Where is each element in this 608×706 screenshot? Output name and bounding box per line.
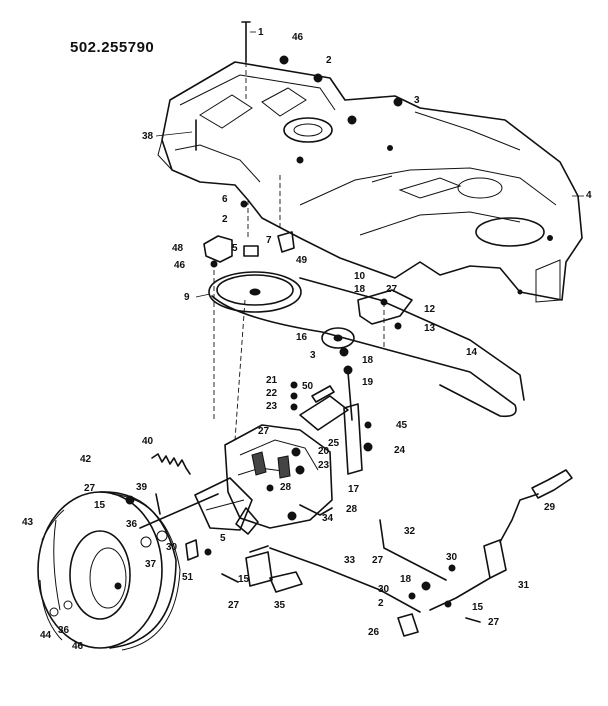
callout-51: 49: [296, 255, 308, 266]
callout-49b: 46: [174, 260, 186, 271]
callout-14: 14: [466, 347, 478, 358]
callout-40: 39: [136, 482, 148, 493]
model-number: 502.255790: [70, 39, 154, 56]
callout-34: 33: [344, 555, 356, 566]
callout-2b: 2: [222, 214, 228, 225]
callout-49: 46: [292, 32, 304, 43]
callout-24: 23: [318, 460, 330, 471]
callout-15: 15: [94, 500, 106, 511]
callout-32c: 30: [378, 584, 390, 595]
shift-linkage: [290, 365, 373, 475]
callout-27: 27: [386, 284, 398, 295]
lower-brackets: [221, 511, 303, 593]
callout-10: 10: [354, 271, 366, 282]
control-rods: [249, 519, 447, 613]
callout-39: 37: [145, 559, 157, 570]
idler-bracket: [339, 289, 413, 357]
callout-35: 35: [274, 600, 286, 611]
callout-28: 28: [280, 482, 292, 493]
drive-belt: [208, 271, 525, 418]
callout-44: 43: [22, 517, 34, 528]
callout-27c: 27: [84, 483, 96, 494]
brackets: [203, 231, 295, 263]
callout-38b: 36: [58, 625, 70, 636]
callout-18: 18: [354, 284, 366, 295]
callout-15b: 15: [238, 574, 250, 585]
callout-23: 23: [266, 401, 278, 412]
callout-43: 42: [80, 454, 92, 465]
callout-27b: 27: [258, 426, 270, 437]
callout-4: 4: [586, 190, 592, 201]
callout-50: 48: [172, 243, 184, 254]
callout-26: 25: [328, 438, 340, 449]
callout-21: 21: [266, 375, 278, 386]
callout-2: 2: [326, 55, 332, 66]
callout-6: 6: [222, 194, 228, 205]
callout-53: 50: [302, 381, 314, 392]
callout-31: 26: [368, 627, 380, 638]
callout-18c: 18: [400, 574, 412, 585]
transaxle: [139, 395, 349, 535]
callout-17: 17: [348, 484, 360, 495]
callout-5: 5: [220, 533, 226, 544]
callout-27e: 27: [228, 600, 240, 611]
callout-32b: 30: [446, 552, 458, 563]
callout-42: 40: [142, 436, 154, 447]
callout-45: 44: [40, 630, 52, 641]
callout-2c: 2: [378, 598, 384, 609]
callout-20: 20: [318, 446, 330, 457]
centerlines: [213, 62, 385, 441]
callout-13: 13: [424, 323, 436, 334]
callout-labels: 1 46 2 3 38 4 6 2 7 48 5 46 49 9 10 18 2…: [22, 27, 592, 652]
callout-46: 46: [72, 641, 84, 652]
callout-30: 31: [518, 580, 530, 591]
callout-62: 51: [182, 572, 194, 583]
pedal-assembly: [397, 469, 573, 637]
callout-29: 29: [544, 502, 556, 513]
callout-9: 9: [184, 292, 190, 303]
callout-15c: 15: [472, 602, 484, 613]
callout-3: 3: [414, 95, 420, 106]
axle-hardware: [125, 493, 212, 561]
callout-18b: 18: [362, 355, 374, 366]
hardware: [195, 21, 403, 268]
spring: [151, 453, 191, 475]
callout-25: 24: [394, 445, 406, 456]
callout-12: 12: [424, 304, 436, 315]
chassis-frame: [157, 61, 583, 303]
callout-7: 7: [266, 235, 272, 246]
callout-48: 45: [396, 420, 408, 431]
callout-33: 32: [404, 526, 416, 537]
callout-36: 34: [322, 513, 334, 524]
callout-1: 1: [258, 27, 264, 38]
callout-28b: 28: [346, 504, 358, 515]
callout-22: 22: [266, 388, 278, 399]
callout-19: 19: [362, 377, 374, 388]
callout-32: 30: [166, 542, 178, 553]
callout-27f: 27: [488, 617, 500, 628]
callout-38: 36: [126, 519, 138, 530]
callout-27d: 27: [372, 555, 384, 566]
callout-8: 5: [232, 243, 238, 254]
callout-37: 38: [142, 131, 154, 142]
callout-3b: 3: [310, 350, 316, 361]
callout-16: 16: [296, 332, 308, 343]
